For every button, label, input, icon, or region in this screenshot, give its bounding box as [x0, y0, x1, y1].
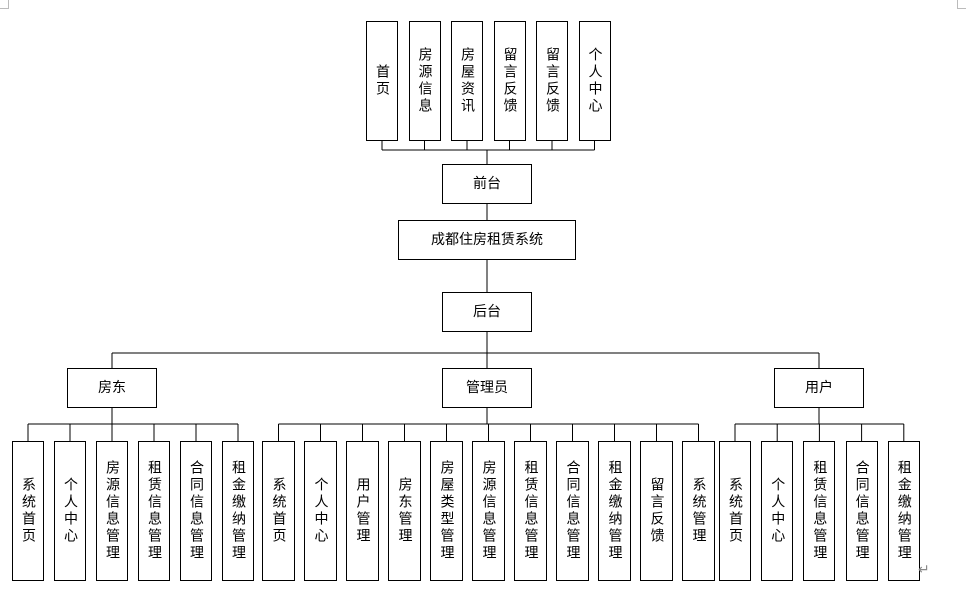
landlord-leaf-box: 系统首页	[12, 441, 44, 581]
node-front: 前台	[442, 164, 532, 204]
user-leaf-box: 租赁信息管理	[803, 441, 836, 581]
user-leaf-label: 个人中心	[769, 477, 786, 545]
landlord-leaf-label: 合同信息管理	[188, 460, 204, 562]
front-leaf-label: 留言反馈	[544, 47, 560, 115]
front-leaf-label: 个人中心	[586, 47, 603, 115]
admin-leaf-box: 合同信息管理	[556, 441, 589, 581]
front-leaf-box: 首页	[366, 21, 398, 141]
front-leaf-label: 留言反馈	[501, 47, 518, 115]
admin-leaf-label: 个人中心	[312, 477, 329, 545]
landlord-leaf-label: 租金缴纳管理	[230, 460, 246, 562]
landlord-leaf-label: 系统首页	[20, 477, 36, 545]
landlord-leaf-label: 租赁信息管理	[146, 460, 162, 562]
page-corner-mark	[957, 0, 966, 9]
front-leaf-label: 房屋资讯	[459, 47, 475, 115]
admin-leaf-label: 留言反馈	[648, 477, 665, 545]
node-back: 后台	[442, 292, 532, 332]
user-leaf-label: 合同信息管理	[853, 460, 870, 562]
node-admin-label: 管理员	[466, 380, 508, 396]
node-landlord-label: 房东	[98, 380, 126, 396]
admin-leaf-box: 个人中心	[304, 441, 337, 581]
admin-leaf-label: 房东管理	[396, 477, 413, 545]
front-leaf-box: 留言反馈	[536, 21, 568, 141]
admin-leaf-label: 用户管理	[354, 477, 371, 545]
user-leaf-box: 个人中心	[761, 441, 794, 581]
front-leaf-box: 房源信息	[408, 21, 441, 141]
node-back-label: 后台	[473, 304, 501, 320]
user-leaf-label: 系统首页	[727, 477, 743, 545]
paragraph-return-mark: ↵	[918, 562, 930, 578]
front-leaf-label: 首页	[374, 64, 390, 98]
admin-leaf-label: 系统管理	[690, 477, 707, 545]
node-root: 成都住房租赁系统	[398, 220, 576, 260]
front-leaf-label: 房源信息	[416, 47, 433, 115]
admin-leaf-box: 用户管理	[346, 441, 379, 581]
node-front-label: 前台	[473, 176, 501, 192]
admin-leaf-label: 租赁信息管理	[522, 460, 539, 562]
admin-leaf-label: 房屋类型管理	[438, 460, 455, 562]
front-leaf-box: 房屋资讯	[451, 21, 483, 141]
admin-leaf-label: 系统首页	[270, 477, 287, 545]
landlord-leaf-box: 租赁信息管理	[138, 441, 170, 581]
node-admin: 管理员	[442, 368, 532, 408]
node-user: 用户	[774, 368, 864, 408]
admin-leaf-box: 留言反馈	[640, 441, 673, 581]
page-corner-mark	[0, 0, 9, 9]
node-landlord: 房东	[67, 368, 157, 408]
user-leaf-box: 系统首页	[719, 441, 751, 581]
landlord-leaf-box: 个人中心	[54, 441, 86, 581]
node-root-label: 成都住房租赁系统	[431, 232, 543, 248]
admin-leaf-box: 系统管理	[682, 441, 715, 581]
front-leaf-box: 个人中心	[578, 21, 611, 141]
node-user-label: 用户	[805, 380, 833, 396]
user-leaf-box: 合同信息管理	[845, 441, 878, 581]
landlord-leaf-label: 房源信息管理	[104, 460, 120, 562]
front-leaf-box: 留言反馈	[493, 21, 526, 141]
landlord-leaf-box: 房源信息管理	[96, 441, 128, 581]
admin-leaf-box: 租赁信息管理	[514, 441, 547, 581]
admin-leaf-box: 租金缴纳管理	[598, 441, 631, 581]
admin-leaf-box: 房东管理	[388, 441, 421, 581]
admin-leaf-label: 房源信息管理	[480, 460, 497, 562]
user-leaf-label: 租赁信息管理	[811, 460, 828, 562]
user-leaf-label: 租金缴纳管理	[895, 460, 912, 562]
admin-leaf-box: 房屋类型管理	[430, 441, 463, 581]
landlord-leaf-label: 个人中心	[62, 477, 78, 545]
admin-leaf-box: 房源信息管理	[472, 441, 505, 581]
landlord-leaf-box: 合同信息管理	[180, 441, 212, 581]
admin-leaf-box: 系统首页	[262, 441, 295, 581]
user-leaf-box: 租金缴纳管理	[887, 441, 920, 581]
admin-leaf-label: 合同信息管理	[564, 460, 581, 562]
landlord-leaf-box: 租金缴纳管理	[222, 441, 254, 581]
admin-leaf-label: 租金缴纳管理	[606, 460, 623, 562]
